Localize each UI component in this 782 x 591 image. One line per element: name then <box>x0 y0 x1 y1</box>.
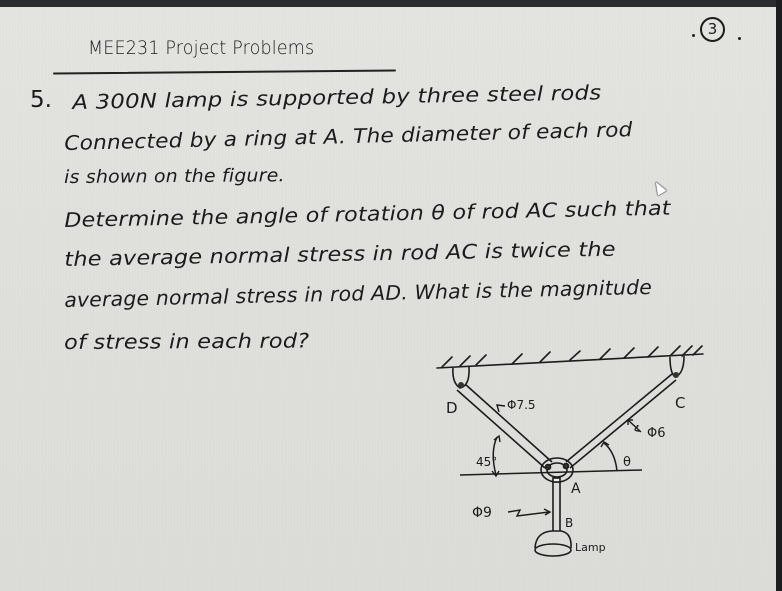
rod-ac <box>565 373 677 469</box>
rod-ad <box>456 383 553 469</box>
label-rod-ac-diameter: Φ6 <box>647 426 666 441</box>
monitor-bezel <box>776 0 782 591</box>
notes-page: MEE231 Project Problems 3 5. A 300N lamp… <box>0 7 776 591</box>
pin-c <box>673 372 679 378</box>
page-title: MEE231 Project Problems <box>88 37 315 59</box>
page-number-dot-right <box>738 37 741 40</box>
horizontal-reference-line <box>459 469 643 476</box>
arrowhead-45-top <box>493 434 501 443</box>
lamp-icon <box>534 530 572 557</box>
problem-number: 5. <box>30 87 52 113</box>
angle-arc-45 <box>492 436 498 476</box>
label-rod-ab-diameter: Φ9 <box>472 505 492 521</box>
leader-rod-ac-arrow <box>627 419 633 425</box>
label-lamp: Lamp <box>575 541 606 554</box>
page-number-badge: 3 <box>700 17 725 42</box>
leader-rod-ac-line <box>627 419 642 433</box>
label-point-c: C <box>675 394 685 412</box>
label-point-d: D <box>446 399 458 417</box>
leader-rod-ac <box>634 424 641 432</box>
leader-rod-ab-arrow <box>543 508 552 516</box>
pin-d <box>458 382 464 388</box>
label-rod-ad-diameter: Φ7.5 <box>507 398 536 412</box>
arrowhead-45-bottom <box>491 470 500 478</box>
bracket-d <box>452 366 470 389</box>
label-angle-45: 45° <box>476 455 497 469</box>
leader-rod-ab <box>507 509 550 517</box>
page-number-dot-left <box>692 34 695 37</box>
label-angle-theta: θ <box>623 455 631 470</box>
rod-ab <box>552 477 561 531</box>
angle-arc-theta <box>603 442 618 472</box>
label-point-b: B <box>565 516 573 530</box>
ceiling-support <box>436 345 704 369</box>
label-point-a: A <box>571 481 581 497</box>
leader-rod-ad <box>496 404 506 413</box>
arrowhead-theta <box>600 441 610 448</box>
ring-a <box>540 457 574 483</box>
